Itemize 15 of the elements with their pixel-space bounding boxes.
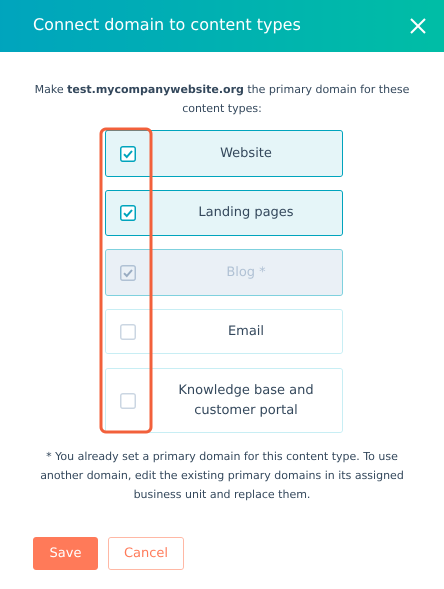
save-button: Save: [33, 537, 98, 570]
option-card: [105, 249, 343, 296]
option-card: [105, 130, 343, 177]
option-label: Email: [226, 322, 266, 340]
option-label: Landing pages: [197, 204, 295, 222]
footnote-text: * You already set a primary domain for this content type. To use another domain, edit the existing primary domains in its assigned business unit and replace them.: [39, 449, 405, 503]
cancel-button: Cancel: [108, 537, 184, 570]
option-card: [105, 309, 343, 354]
option-card: [105, 190, 343, 236]
option-label: Knowledge base and customer portal: [177, 382, 315, 420]
instruction-text: Make test.mycompanywebsite.org the primary domain for these content types:: [34, 82, 410, 117]
option-label: Blog *: [225, 264, 267, 282]
dialog-title: Connect domain to content types: [33, 15, 301, 34]
option-label: Website: [219, 144, 273, 162]
option-card: [105, 368, 343, 433]
